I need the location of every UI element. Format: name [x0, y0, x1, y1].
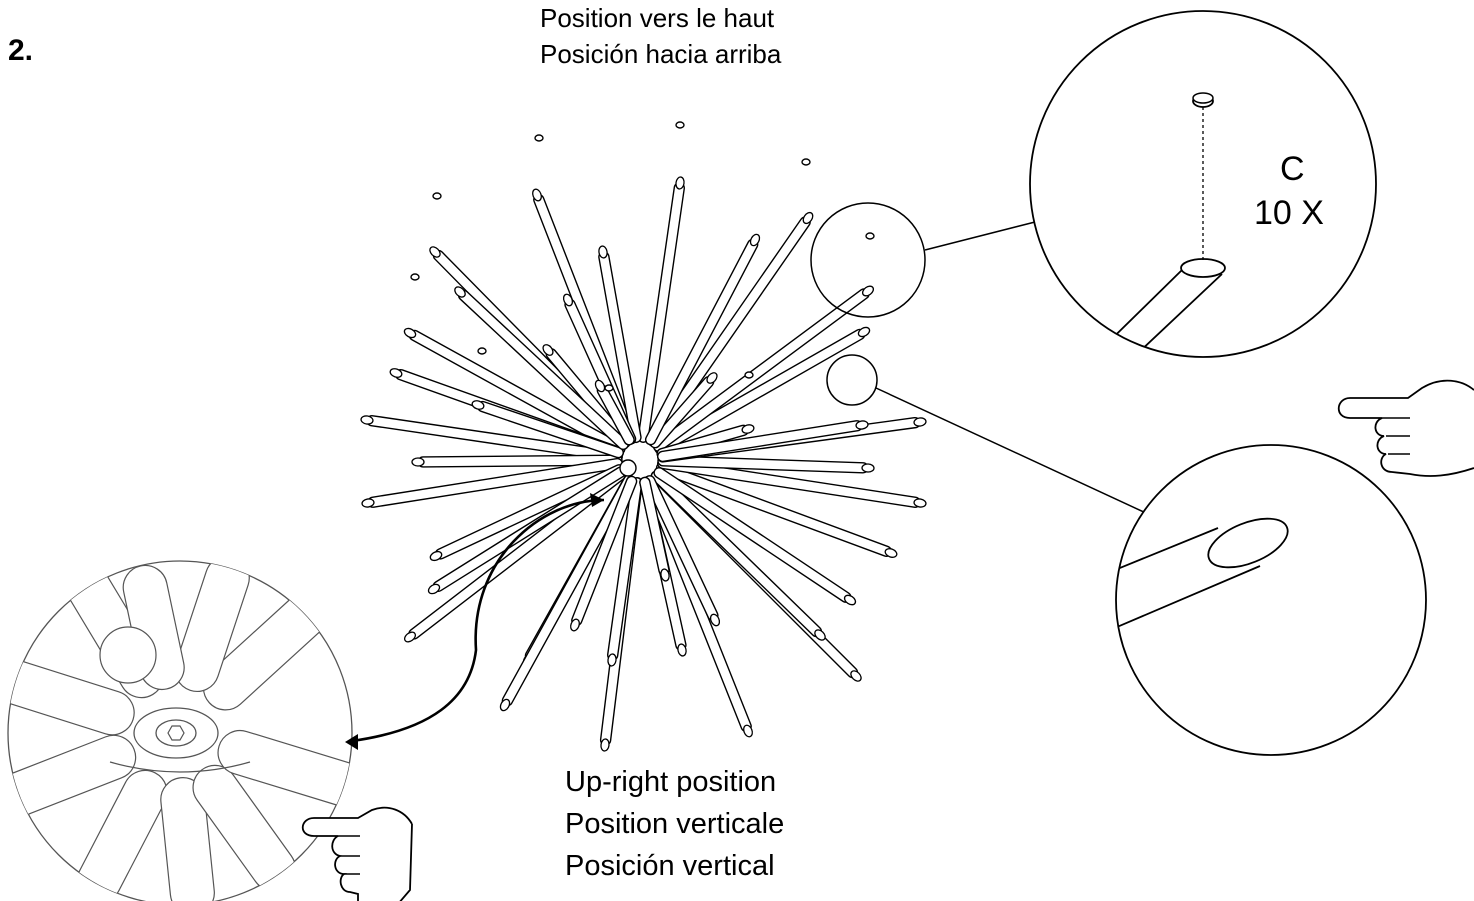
tube-end	[404, 631, 416, 643]
end-cap	[604, 384, 614, 392]
tube-end	[570, 618, 580, 632]
sphere-of-tubes	[360, 176, 927, 752]
tube-end	[861, 463, 875, 473]
tube	[217, 729, 352, 810]
detail-cap-insertion	[1029, 10, 1377, 358]
end-cap	[744, 371, 754, 379]
detail-capped-tube	[1115, 444, 1427, 756]
tube-end	[675, 176, 685, 190]
zoom-area-lower	[826, 354, 878, 406]
tube-end	[706, 372, 718, 384]
tube-end	[709, 613, 721, 627]
end-cap	[477, 347, 487, 355]
top-caption-french: Position vers le haut	[540, 3, 775, 33]
pointing-hand-icon	[301, 806, 413, 901]
bottom-caption-french: Position verticale	[565, 808, 785, 840]
end-cap	[99, 626, 157, 684]
tube-end	[843, 594, 857, 606]
tube-end	[884, 548, 898, 558]
tube-end	[542, 344, 554, 356]
tube-end	[743, 724, 753, 738]
tube-end	[814, 629, 826, 641]
end-cap	[865, 232, 875, 240]
end-cap	[410, 273, 420, 281]
tube-end	[427, 583, 441, 595]
tube-end	[598, 245, 608, 259]
double-arrow-icon	[345, 493, 605, 750]
loose-end-caps	[410, 121, 875, 392]
tube-end	[360, 415, 374, 425]
tube-end	[913, 498, 927, 508]
tube-end	[389, 368, 403, 378]
tube	[160, 777, 215, 901]
tube-end	[802, 211, 814, 225]
tube	[8, 660, 135, 736]
tube-end	[607, 653, 617, 667]
tube-end	[532, 188, 542, 202]
tube-end	[850, 670, 862, 682]
hub	[619, 459, 637, 477]
tube-end	[361, 498, 375, 508]
end-cap	[432, 192, 442, 200]
step-number: 2.	[8, 34, 34, 67]
pointing-hand-icon	[1337, 379, 1474, 477]
tube-end	[913, 417, 927, 427]
tube	[174, 561, 250, 692]
end-cap	[675, 121, 685, 129]
tube-end	[429, 246, 441, 258]
tube	[8, 734, 137, 821]
tube-end	[600, 738, 610, 752]
tube-end	[857, 326, 871, 338]
tube-end	[660, 568, 670, 582]
tube-end	[741, 424, 755, 434]
tube-end	[677, 643, 687, 657]
tube-end	[411, 457, 425, 467]
part-quantity: 10 X	[1254, 194, 1324, 232]
tube-end	[562, 293, 574, 307]
tube-end	[861, 285, 875, 297]
leader-line-upper	[924, 221, 1036, 251]
tube-end	[471, 400, 485, 410]
top-caption-spanish: Posición hacia arriba	[540, 39, 782, 69]
tube-end	[454, 286, 466, 298]
bottom-caption-english: Up-right position	[565, 766, 777, 798]
end-cap	[801, 158, 811, 166]
tube-end	[855, 420, 869, 430]
tube-end	[594, 379, 606, 393]
detail-hub-bolt	[7, 560, 353, 901]
end-cap	[534, 134, 544, 142]
tube-end	[499, 698, 511, 712]
tube-end	[429, 550, 443, 562]
part-letter: C	[1280, 150, 1305, 188]
tube-end	[403, 327, 417, 339]
leader-line-lower	[875, 387, 1162, 521]
zoom-area-upper	[810, 202, 926, 318]
bottom-caption-spanish: Posición vertical	[565, 850, 775, 882]
tube-end	[749, 233, 761, 247]
